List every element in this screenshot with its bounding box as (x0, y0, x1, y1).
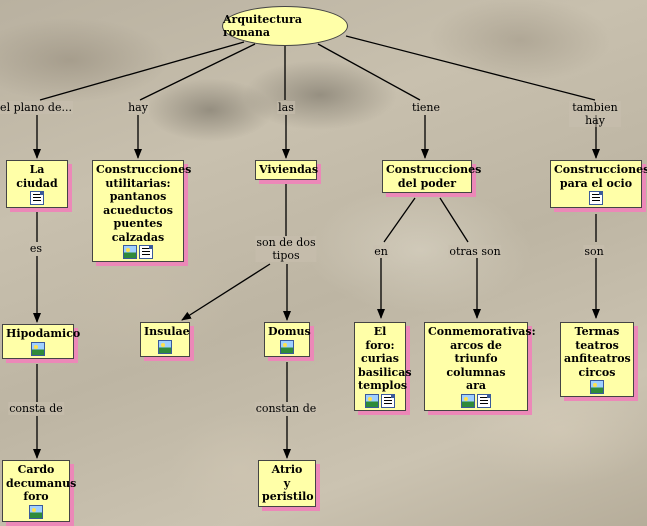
link-el-plano-de: el plano de... (0, 101, 73, 114)
node-label: Conmemorativas: arcos de triunfo columna… (428, 325, 536, 392)
node-viviendas[interactable]: Viviendas (255, 160, 319, 180)
root-node[interactable]: Arquitectura romana (222, 6, 348, 46)
document-icon[interactable] (139, 245, 153, 259)
node-domus[interactable]: Domus (264, 322, 311, 357)
node-label: Insulae (144, 325, 190, 338)
document-icon[interactable] (589, 191, 603, 205)
node-label: Hipodamico (6, 327, 81, 340)
document-icon[interactable] (477, 393, 491, 408)
node-label: El foro: curias basilicas templos (358, 325, 412, 392)
link-tiene: tiene (410, 101, 442, 114)
node-label: La ciudad (16, 163, 58, 190)
link-las: las (277, 101, 295, 114)
link-es: es (28, 242, 44, 255)
root-label: Arquitectura romana (223, 13, 302, 39)
node-el-foro[interactable]: El foro: curias basilicas templos (354, 322, 412, 411)
link-hay: hay (127, 101, 149, 114)
image-icon[interactable] (461, 393, 475, 408)
node-termas[interactable]: Termas teatros anfiteatros circos (560, 322, 634, 397)
node-hipodamico[interactable]: Hipodamico (2, 324, 81, 359)
node-label: Cardo decumanus foro (6, 463, 77, 503)
node-label: Viviendas (259, 163, 319, 176)
image-icon[interactable] (31, 341, 45, 356)
node-construcciones-utilitarias[interactable]: Construcciones utilitarias: pantanos acu… (92, 160, 192, 262)
node-insulae[interactable]: Insulae (140, 322, 190, 357)
node-cardo[interactable]: Cardo decumanus foro (2, 460, 77, 522)
link-otras-son: otras son (448, 245, 502, 258)
node-conmemorativas[interactable]: Conmemorativas: arcos de triunfo columna… (424, 322, 536, 411)
node-la-ciudad[interactable]: La ciudad (6, 160, 68, 208)
node-construcciones-poder[interactable]: Construcciones del poder (382, 160, 482, 193)
node-label: Atrio y peristilo (262, 463, 314, 503)
document-icon[interactable] (381, 393, 395, 408)
node-label: Construcciones utilitarias: pantanos acu… (96, 163, 192, 244)
link-en: en (373, 245, 389, 258)
image-icon[interactable] (280, 339, 294, 354)
node-construcciones-ocio[interactable]: Construcciones para el ocio (550, 160, 647, 208)
link-son-de-dos-tipos: son de dos tipos (255, 236, 317, 262)
node-label: Termas teatros anfiteatros circos (564, 325, 631, 379)
image-icon[interactable] (590, 380, 604, 394)
image-icon[interactable] (365, 393, 379, 408)
link-tambien-hay: tambien hay (569, 101, 621, 127)
link-son: son (583, 245, 605, 258)
link-constan-de: constan de (254, 402, 318, 415)
link-consta-de: consta de (8, 402, 64, 415)
node-label: Construcciones para el ocio (554, 163, 647, 190)
image-icon[interactable] (29, 504, 43, 519)
image-icon[interactable] (158, 339, 172, 354)
image-icon[interactable] (123, 245, 137, 259)
node-label: Construcciones del poder (386, 163, 482, 190)
node-atrio[interactable]: Atrio y peristilo (258, 460, 316, 507)
document-icon[interactable] (30, 191, 44, 205)
node-label: Domus (268, 325, 311, 338)
